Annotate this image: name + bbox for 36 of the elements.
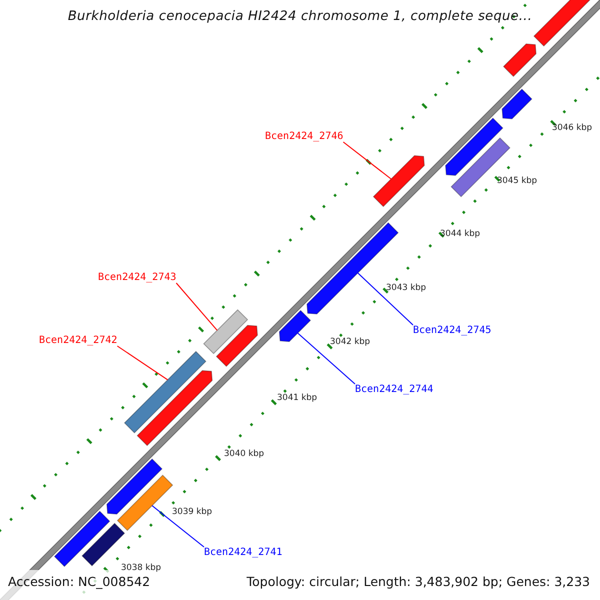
- leader-line: [342, 142, 392, 180]
- gene-feature-bar: [502, 44, 536, 77]
- gene-label: Bcen2424_2745: [413, 325, 492, 336]
- gene-label: Bcen2424_2742: [39, 335, 118, 346]
- footer-text: Accession: NC_008542: [8, 574, 150, 589]
- gene-label: Bcen2424_2741: [204, 547, 282, 558]
- gene-feature-bar: [445, 118, 504, 176]
- scale-label: 3039 kbp: [172, 507, 212, 517]
- gene-feature-bar: [116, 474, 174, 531]
- scale-label: 3038 kbp: [121, 563, 162, 573]
- scale-label: 3040 kbp: [224, 449, 264, 459]
- scale-label: 3042 kbp: [330, 337, 370, 347]
- scale-label: 3043 kbp: [386, 283, 426, 293]
- leader-line: [152, 505, 204, 548]
- gene-feature-bar: [54, 510, 110, 568]
- gene-feature-bar: [216, 324, 258, 367]
- gene-feature-bar: [106, 458, 163, 515]
- scale-label: 3045 kbp: [497, 176, 538, 186]
- leader-line: [176, 282, 218, 331]
- leader-line: [116, 346, 168, 380]
- scale-label: 3044 kbp: [440, 229, 480, 239]
- gene-feature-bar: [136, 370, 213, 446]
- scale-label: 3046 kbp: [552, 123, 592, 133]
- gene-feature-bar: [278, 310, 312, 342]
- gene-label: Bcen2424_2746: [265, 131, 344, 142]
- gene-feature-bar: [124, 350, 206, 434]
- scale-label: 3041 kbp: [277, 393, 318, 403]
- leader-line: [297, 332, 356, 384]
- gene-feature-bar: [502, 88, 532, 120]
- gene-feature-bar: [203, 309, 248, 354]
- leader-line: [357, 272, 414, 326]
- gene-label: Bcen2424_2744: [355, 384, 434, 395]
- footer-text: Topology: circular; Length: 3,483,902 bp; Genes: 3,233: [246, 574, 590, 589]
- gene-feature-bar: [372, 155, 425, 208]
- title: Burkholderia cenocepacia HI2424 chromosome 1, complete seque...: [66, 9, 534, 24]
- gene-label: Bcen2424_2743: [98, 272, 176, 283]
